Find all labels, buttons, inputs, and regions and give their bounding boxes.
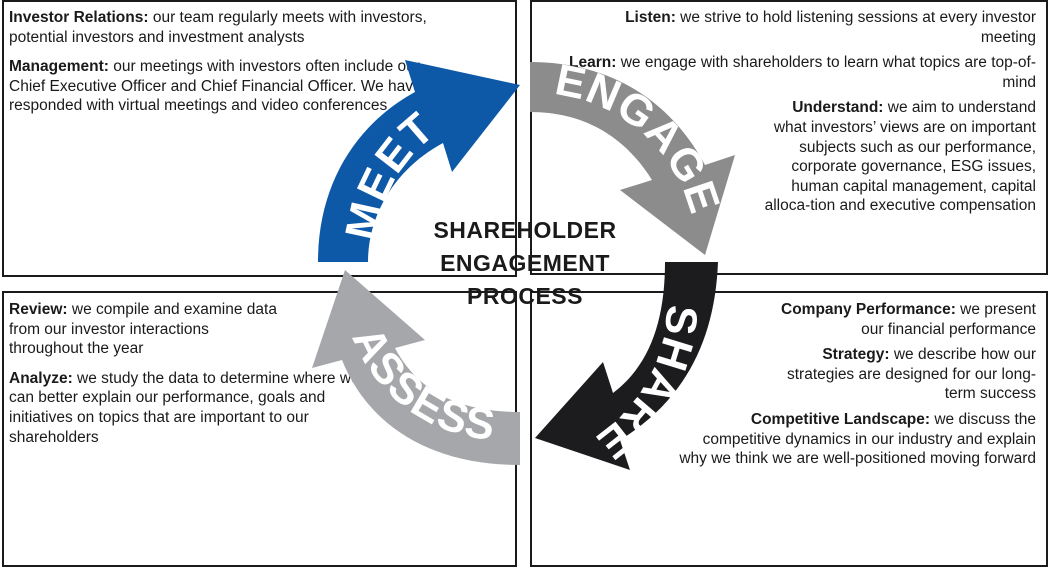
assess-item-desc: we compile and examine data from our inv…: [9, 301, 277, 358]
share-item-term: Strategy:: [822, 346, 890, 364]
meet-item-term: Management:: [9, 58, 109, 76]
assess-item: Analyze: we study the data to determine …: [9, 369, 379, 447]
share-item-desc: we present our financial performance: [861, 301, 1036, 338]
meet-item-desc: our meetings with investors often includ…: [9, 58, 422, 115]
assess-item-term: Analyze:: [9, 369, 73, 387]
share-text: Company Performance: we present our fina…: [616, 300, 1036, 469]
share-item: Company Performance: we present our fina…: [616, 300, 1036, 339]
engage-item: Understand: we aim to understand what in…: [566, 98, 1036, 216]
assess-item-desc: we study the data to determine where we …: [9, 369, 360, 446]
share-item: Competitive Landscape: we discuss the co…: [616, 410, 1036, 469]
engage-item: Learn: we engage with shareholders to le…: [566, 53, 1036, 92]
engage-item: Listen: we strive to hold listening sess…: [566, 8, 1036, 47]
center-title-line: ENGAGEMENT: [440, 250, 610, 276]
meet-item: Investor Relations: our team regularly m…: [9, 8, 454, 47]
engage-item-term: Learn:: [569, 54, 617, 72]
share-item-term: Competitive Landscape:: [750, 410, 931, 428]
assess-text: Review: we compile and examine data from…: [9, 300, 409, 447]
engage-item-desc: we strive to hold listening sessions at …: [675, 9, 1036, 46]
meet-item-term: Investor Relations:: [9, 9, 149, 26]
center-title-line: PROCESS: [467, 283, 583, 309]
engage-arrow: [530, 62, 735, 255]
share-item-desc: we describe how our strategies are desig…: [786, 346, 1036, 403]
center-title-line: SHAREHOLDER: [433, 217, 617, 243]
assess-item: Review: we compile and examine data from…: [9, 300, 279, 359]
engage-item-term: Understand:: [792, 99, 884, 117]
engage-item-desc: we aim to understand what investors’ vie…: [764, 99, 1036, 215]
share-item: Strategy: we describe how our strategies…: [616, 345, 1036, 404]
assess-item-term: Review:: [9, 301, 68, 318]
meet-item: Management: our meetings with investors …: [9, 57, 454, 116]
meet-arrow: [318, 60, 520, 262]
engage-item-desc: we engage with shareholders to learn wha…: [616, 54, 1036, 91]
share-item-desc: we discuss the competitive dynamics in o…: [679, 410, 1036, 468]
assess-arrow: [312, 270, 520, 465]
meet-item-desc: our team regularly meets with investors,…: [9, 9, 427, 46]
meet-text: Investor Relations: our team regularly m…: [9, 8, 454, 116]
engage-item-term: Listen:: [625, 9, 676, 26]
share-arrow: [535, 262, 718, 470]
center-title: SHAREHOLDER ENGAGEMENT PROCESS: [400, 214, 650, 313]
share-item-term: Company Performance:: [781, 301, 956, 318]
engage-text: Listen: we strive to hold listening sess…: [566, 8, 1036, 216]
